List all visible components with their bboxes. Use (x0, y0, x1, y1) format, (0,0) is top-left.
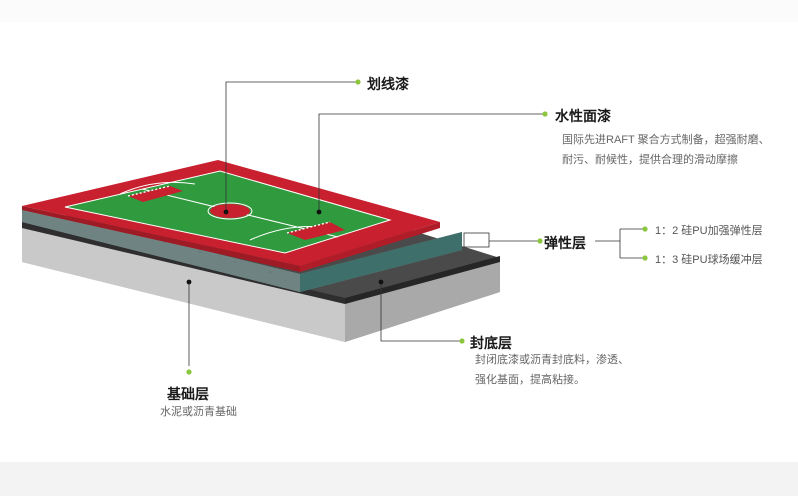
anchor-dots (186, 209, 384, 285)
marking-paint-title: 划线漆 (367, 76, 409, 92)
leader-lines (188, 81, 645, 366)
elastic-layer-option-1: 1：2 硅PU加强弹性层 (655, 225, 763, 237)
elastic-layer-title: 弹性层 (544, 235, 586, 251)
label-bullet-dots (186, 79, 648, 375)
base-layer-title: 基础层 (167, 386, 209, 402)
sealing-layer-desc-line-2: 强化基面，提高粘接。 (475, 374, 585, 386)
waterborne-topcoat-title: 水性面漆 (555, 108, 611, 124)
center-circle (210, 204, 250, 218)
footer-band (0, 462, 798, 496)
elastic-layer-block (22, 206, 462, 292)
sealing-layer-desc-line-1: 封闭底漆或沥青封底料，渗透、 (475, 354, 629, 366)
waterborne-topcoat-desc-line-1: 国际先进RAFT 聚合方式制备，超强耐磨、 (562, 134, 770, 146)
key-area-near (287, 222, 345, 240)
key-area-far (128, 186, 183, 202)
elastic-layer-option-2: 1：3 硅PU球场缓冲层 (655, 254, 763, 266)
waterborne-topcoat-desc-line-2: 耐污、耐候性，提供合理的滑动摩擦 (562, 154, 738, 166)
sealing-layer-title: 封底层 (470, 335, 512, 351)
base-layer-desc: 水泥或沥青基础 (160, 406, 237, 418)
